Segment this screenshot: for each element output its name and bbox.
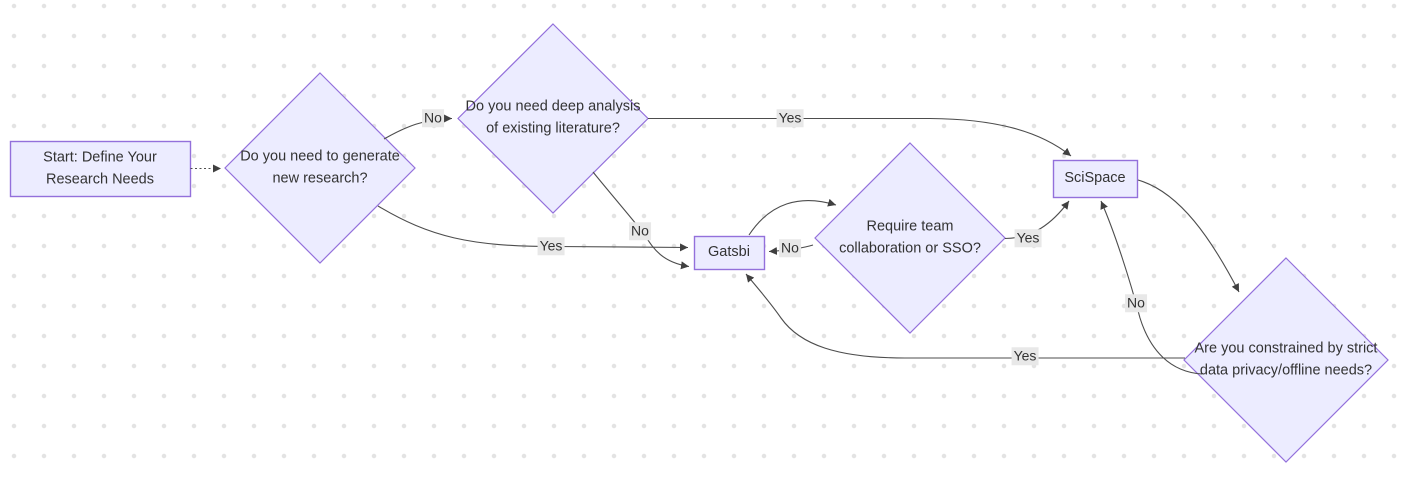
node-deep-analysis-question-label: Do you need deep analysis of existing li… <box>465 98 641 136</box>
node-generate-question-shape <box>224 72 416 264</box>
node-privacy-question-shape <box>1183 257 1389 463</box>
node-start-label: Start: Define Your Research Needs <box>43 149 157 187</box>
node-gatsbi-label: Gatsbi <box>708 244 750 261</box>
edge-label-generate-yes: Yes <box>537 237 565 255</box>
node-privacy-question-label: Are you constrained by strict data priva… <box>1194 340 1378 378</box>
edge-deep-yes-to-scispace <box>648 117 1072 157</box>
edge-label-privacy-yes: Yes <box>1011 347 1039 365</box>
edge-label-privacy-no: No <box>1125 294 1147 312</box>
edge-label-team-no: No <box>779 239 801 257</box>
edge-label-deep-no: No <box>629 222 651 240</box>
edge-privacy-yes-to-gatsbi <box>745 273 1185 359</box>
edge-gatsbi-to-team <box>748 198 837 236</box>
edge-label-team-yes: Yes <box>1014 229 1042 247</box>
node-deep-analysis-question-shape <box>457 23 649 214</box>
edge-label-deep-yes: Yes <box>776 109 804 127</box>
node-gatsbi-shape <box>693 235 766 271</box>
node-scispace-shape <box>1052 159 1139 199</box>
node-start-shape <box>9 140 192 198</box>
node-team-question-label: Require team collaboration or SSO? <box>839 218 981 256</box>
node-shapes <box>9 23 1389 463</box>
edge-scispace-to-privacy <box>1137 179 1240 293</box>
edge-team-yes-to-scispace <box>1004 200 1070 240</box>
edge-deep-no-to-gatsbi <box>592 171 690 270</box>
node-generate-question-label: Do you need to generate new research? <box>240 148 400 186</box>
edge-label-generate-no: No <box>422 109 444 127</box>
node-team-question-shape <box>814 142 1006 334</box>
edge-privacy-no-to-scispace <box>1100 200 1203 375</box>
edge-lines <box>190 114 1240 375</box>
node-scispace-label: SciSpace <box>1064 170 1126 187</box>
edge-generate-no-to-deep <box>383 114 453 140</box>
